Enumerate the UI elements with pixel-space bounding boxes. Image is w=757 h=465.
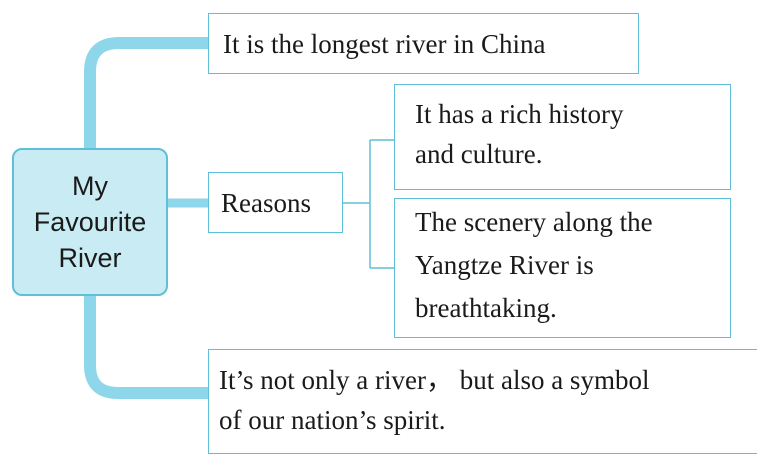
sub-node-text-line: The scenery along the — [415, 207, 653, 237]
branch-node-text-line: of our nation’s spirit. — [219, 405, 446, 435]
central-topic-line: River — [58, 243, 122, 273]
sub-node-text-line: It has a rich history — [415, 99, 624, 129]
sub-node-text-line: Yangtze River is — [415, 250, 594, 280]
central-topic-line: Favourite — [33, 207, 147, 237]
connector-reasons-split — [343, 139, 394, 269]
sub-node-scenery: The scenery along the Yangtze River is b… — [394, 198, 731, 338]
branch-node-reasons: Reasons — [208, 172, 343, 233]
sub-node-history-culture: It has a rich history and culture. — [394, 84, 731, 190]
branch-node-text: Reasons — [221, 188, 311, 218]
connector-to-longest — [84, 37, 214, 156]
branch-node-text-line: It’s not only a river， but also a symbol — [219, 365, 650, 395]
branch-node-national-symbol: It’s not only a river， but also a symbol… — [208, 349, 757, 454]
branch-node-longest-river: It is the longest river in China — [208, 13, 639, 74]
connector-to-symbol — [84, 290, 214, 399]
sub-node-text-line: and culture. — [415, 139, 543, 169]
branch-node-text: It is the longest river in China — [223, 29, 546, 59]
sub-node-text-line: breathtaking. — [415, 293, 557, 323]
central-topic-box: My Favourite River — [12, 148, 168, 296]
central-topic-label: My Favourite River — [34, 168, 147, 276]
central-topic-line: My — [72, 171, 108, 201]
